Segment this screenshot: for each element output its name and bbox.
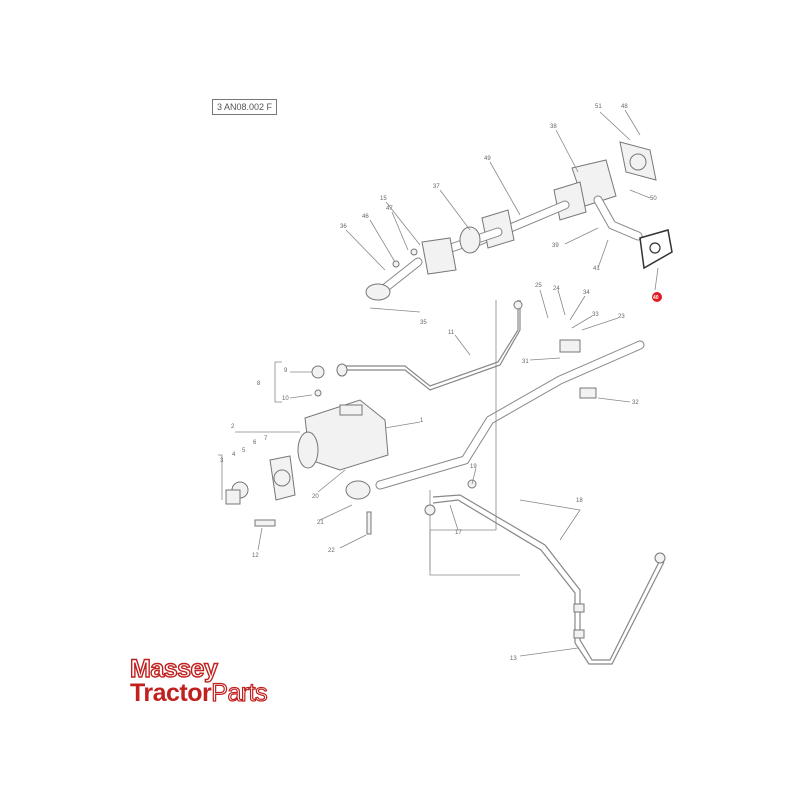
callout-39: 39 xyxy=(552,243,559,249)
callout-10: 10 xyxy=(282,396,289,402)
callout-20: 20 xyxy=(312,494,319,500)
callout-34: 34 xyxy=(583,290,590,296)
callout-41: 41 xyxy=(593,266,600,272)
callout-23: 23 xyxy=(618,314,625,320)
massey-tractor-parts-logo[interactable]: Massey TractorParts xyxy=(129,655,290,707)
callout-33: 33 xyxy=(592,312,599,318)
callout-labels: 51 48 38 50 49 37 15 47 46 36 39 41 40 3… xyxy=(220,104,662,662)
callout-51: 51 xyxy=(595,104,602,110)
callout-3: 3 xyxy=(220,458,224,464)
callout-5: 5 xyxy=(242,448,246,454)
callout-9: 9 xyxy=(284,368,288,374)
callout-24: 24 xyxy=(553,286,560,292)
callout-13: 13 xyxy=(510,656,517,662)
logo-line-massey: Massey xyxy=(129,655,218,683)
group-brackets xyxy=(218,361,300,500)
pump-assembly xyxy=(225,339,597,535)
callout-37: 37 xyxy=(433,184,440,190)
callout-25: 25 xyxy=(535,283,542,289)
callout-19: 19 xyxy=(470,464,477,470)
callout-32: 32 xyxy=(632,400,639,406)
callout-17: 17 xyxy=(455,530,462,536)
callout-4: 4 xyxy=(232,452,236,458)
logo-line-tractor-parts: TractorParts xyxy=(130,679,269,707)
callout-22: 22 xyxy=(328,548,335,554)
logo-word-tractor: Tractor xyxy=(130,679,212,707)
callout-50: 50 xyxy=(650,196,657,202)
callout-2: 2 xyxy=(231,424,235,430)
leader-lines xyxy=(257,109,659,657)
callout-40-marker xyxy=(652,292,662,302)
callout-49: 49 xyxy=(484,156,491,162)
lower-pipe xyxy=(424,494,666,665)
callout-35: 35 xyxy=(420,320,427,326)
callout-12: 12 xyxy=(252,553,259,559)
callout-21: 21 xyxy=(317,520,324,526)
callout-47: 47 xyxy=(386,206,393,212)
callout-36: 36 xyxy=(340,224,347,230)
callout-6: 6 xyxy=(253,440,257,446)
main-pipe xyxy=(336,300,645,576)
callout-8: 8 xyxy=(257,381,261,387)
callout-46: 46 xyxy=(362,214,369,220)
callout-15: 15 xyxy=(380,196,387,202)
callout-7: 7 xyxy=(264,436,268,442)
callout-11: 11 xyxy=(448,330,455,336)
diagram-reference-code: 3 AN08.002 F xyxy=(212,99,278,115)
pipe-assembly-upper xyxy=(365,141,673,301)
callout-18: 18 xyxy=(576,498,583,504)
callout-31: 31 xyxy=(522,359,529,365)
logo-word-parts: Parts xyxy=(211,679,269,707)
callout-1: 1 xyxy=(420,418,424,424)
callout-38: 38 xyxy=(550,124,557,130)
callout-48: 48 xyxy=(621,104,628,110)
callout-40: 40 xyxy=(653,295,659,301)
